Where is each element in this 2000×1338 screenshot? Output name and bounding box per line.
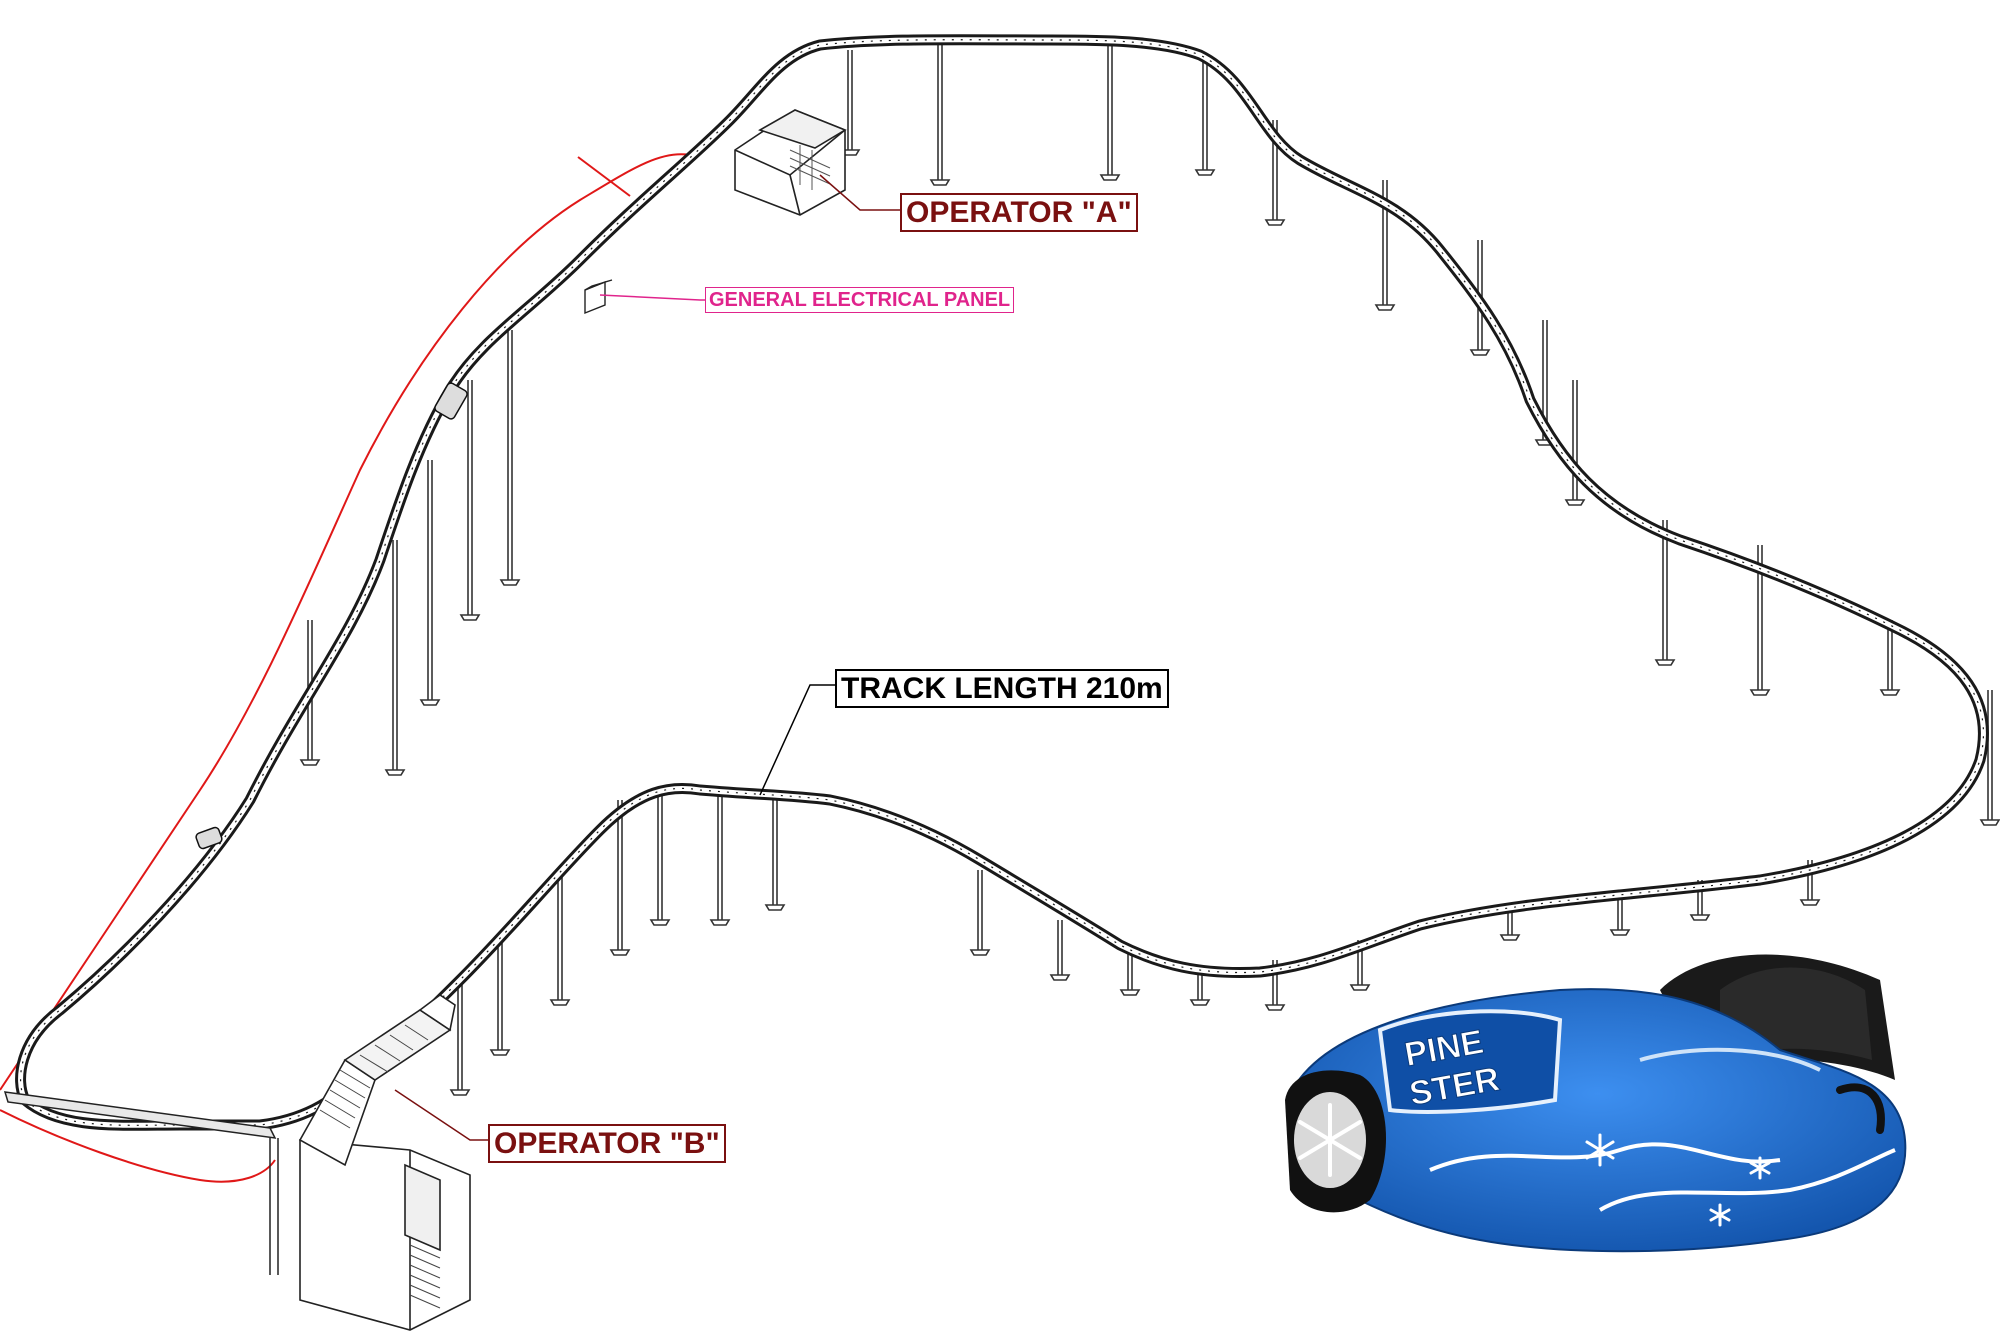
support-pillar [449,985,471,1096]
support-pillar [1654,520,1676,666]
track-supports [299,45,2000,1096]
track-car-2 [195,826,223,850]
support-pillar [1194,60,1216,176]
support-pillar [709,790,731,926]
support-pillar [1049,920,1071,981]
sled-swirl-2 [1598,1148,1896,1212]
callout-leaders [394,174,900,1141]
support-pillar [419,460,441,706]
support-pillar [1564,380,1586,506]
coaster-track [15,34,1989,1131]
loading-platform [3,1091,279,1275]
support-pillar [1099,45,1121,181]
sled-photo: PINE STER [1285,954,1907,1253]
support-pillar [499,330,521,586]
operator-a-label: OPERATOR "A" [900,193,1138,232]
sled-seat-rim [1639,1047,1821,1072]
support-pillar [1189,972,1211,1006]
support-pillar [969,870,991,956]
electrical-panel-box [584,279,613,315]
support-pillar [459,380,481,621]
decor-snowflake-icon [1585,1133,1771,1227]
safety-boundary-line [0,153,691,1091]
support-pillar [549,870,571,1006]
track-length-label: TRACK LENGTH 210m [835,669,1169,708]
support-pillar [764,795,786,911]
support-pillar [609,800,631,956]
support-pillar [489,940,511,1056]
operator-b-label: OPERATOR "B" [488,1124,726,1163]
support-pillar [1119,950,1141,996]
operator-b-tower [298,994,471,1331]
electrical-panel-label: GENERAL ELECTRICAL PANEL [705,287,1015,313]
safety-boundary-line-bottom [0,1109,276,1183]
sled-logo-panel [1377,1009,1563,1114]
sled-swirl-1 [1429,1142,1781,1172]
support-pillar [929,45,951,186]
track-car-1 [434,382,468,420]
operator-a-station [734,109,847,216]
support-pillar [1979,690,2000,826]
support-pillar [649,795,671,926]
sled-handle [1836,1083,1885,1134]
support-pillar [384,540,406,776]
boundary-dimension-arrow [577,156,631,197]
support-pillar [1264,960,1286,1011]
snowflake-icon [1298,1103,1362,1177]
